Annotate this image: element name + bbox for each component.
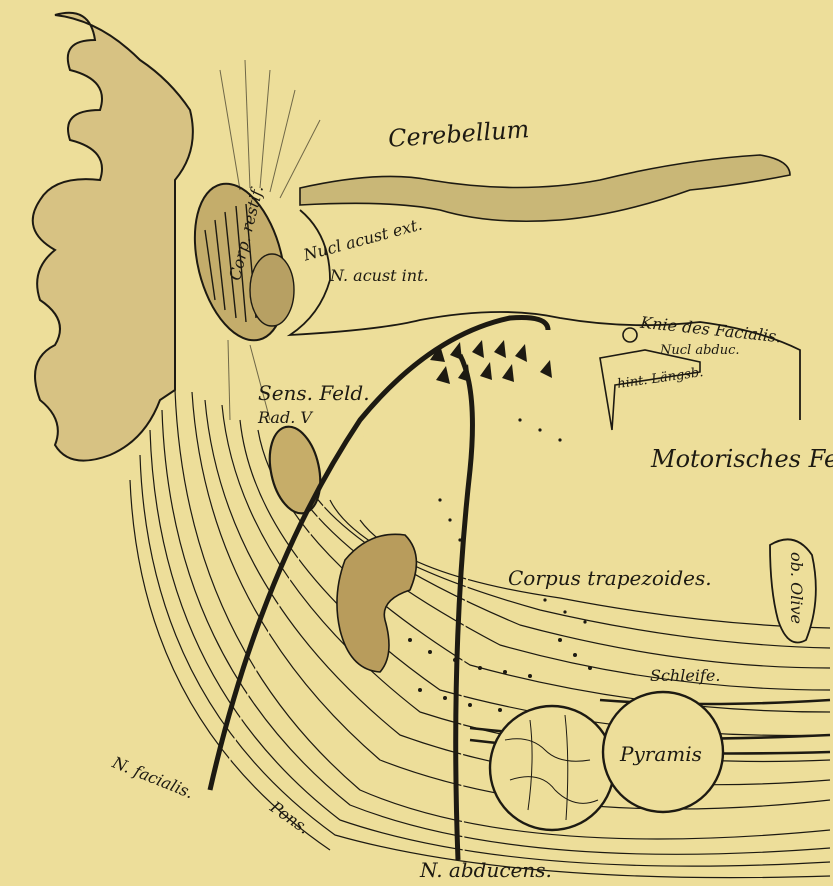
label-rad-v: Rad. V — [258, 410, 312, 426]
label-sens-feld: Sens. Feld. — [258, 383, 370, 403]
pyramis-left — [490, 706, 614, 830]
label-motorisches-feld: Motorisches Feld. — [651, 447, 833, 471]
label-nucl-abduc: Nucl abduc. — [660, 344, 740, 357]
label-pyramis: Pyramis — [620, 744, 702, 764]
label-corpus-trapezoides: Corpus trapezoides. — [508, 568, 712, 588]
label-ob-olive: ob. Olive — [788, 552, 804, 624]
label-n-acust-int: N. acust int. — [330, 268, 429, 284]
nucleus-acusticus-mass — [250, 254, 294, 326]
label-n-abducens: N. abducens. — [420, 860, 552, 880]
label-schleife: Schleife. — [650, 668, 720, 684]
